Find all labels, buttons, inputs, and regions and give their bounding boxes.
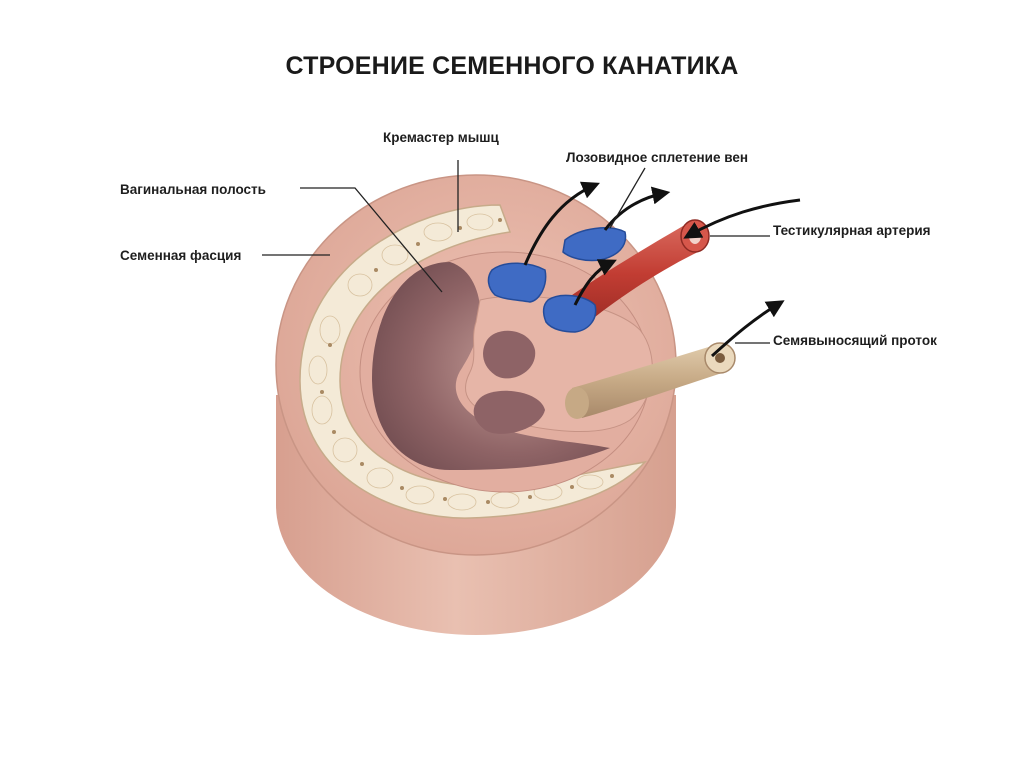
- label-vas-deferens: Семявыносящий проток: [773, 333, 937, 348]
- label-cremaster: Кремастер мышц: [383, 130, 499, 145]
- label-plexus: Лозовидное сплетение вен: [566, 150, 748, 165]
- label-testicular-artery: Тестикулярная артерия: [773, 223, 931, 238]
- label-seminal-fascia: Семенная фасция: [120, 248, 241, 263]
- label-vaginal-cavity: Вагинальная полость: [120, 182, 266, 197]
